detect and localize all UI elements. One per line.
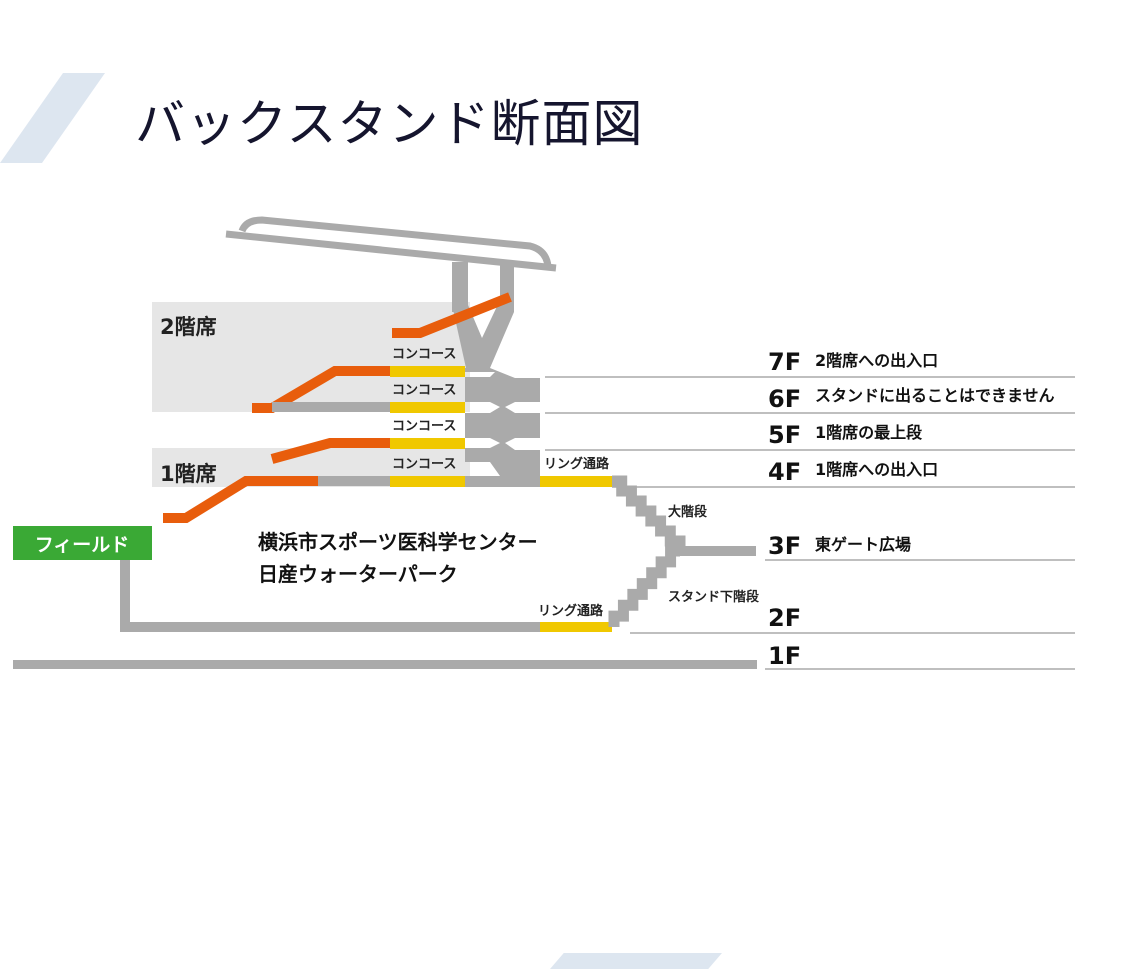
field-wall [120,560,130,632]
lower-tier [163,476,318,523]
upper-tier-top [392,292,512,338]
concourses [390,366,465,487]
lower-seat-label: 1階席 [160,462,217,486]
floor-4f-desc: 1階席への出入口 [815,460,938,479]
floor-6f: 6F [768,385,801,413]
floor-4f: 4F [768,458,801,486]
ring-passage-label: リング通路 [544,456,610,472]
concourse-label: コンコース [392,457,456,472]
field-badge [13,526,152,560]
floor-labels: 7F 2階席への出入口 6F スタンドに出ることはできません 5F 1階席の最上… [768,348,1055,670]
ground-line [13,660,757,669]
lower-tier-top [270,438,392,464]
roof [225,216,557,272]
floor-2f: 2F [768,604,801,632]
ring-passage-lower [540,622,612,632]
center-line-2: 日産ウォーターパーク [258,562,458,586]
under-stairs-label: スタンド下階段 [668,589,759,605]
grand-staircase [612,475,686,551]
floor-6f-desc: スタンドに出ることはできません [815,386,1055,405]
upper-tier [252,366,392,413]
page-title: バックスタンド断面図 [135,95,644,153]
floor-5f: 5F [768,421,801,449]
floor-3f-desc: 東ゲート広場 [815,535,911,554]
floor-7f-desc: 2階席への出入口 [815,351,938,370]
center-line-1: 横浜市スポーツ医科学センター [258,530,538,554]
floor-1f: 1F [768,642,801,670]
floor-lines [545,376,1075,670]
floor-5f-desc: 1階席の最上段 [815,423,923,442]
concourse-label: コンコース [392,347,456,362]
ring-passage-label: リング通路 [538,603,604,619]
upper-seat-label: 2階席 [160,315,217,339]
grand-stairs-label: 大階段 [668,504,707,520]
lower-floor [120,622,540,632]
seating-tiers [163,292,512,523]
east-gate-walkway [676,546,756,556]
ring-passage-upper [540,476,612,487]
under-stand-staircase [608,545,680,627]
support-columns [452,262,540,487]
concourse-label: コンコース [392,419,456,434]
concourse-label: コンコース [392,383,456,398]
bottom-decoration [550,953,722,969]
floor-7f: 7F [768,348,801,376]
floor-3f: 3F [768,532,801,560]
upper-seating-area [152,302,470,412]
field-label: フィールド [35,534,130,556]
